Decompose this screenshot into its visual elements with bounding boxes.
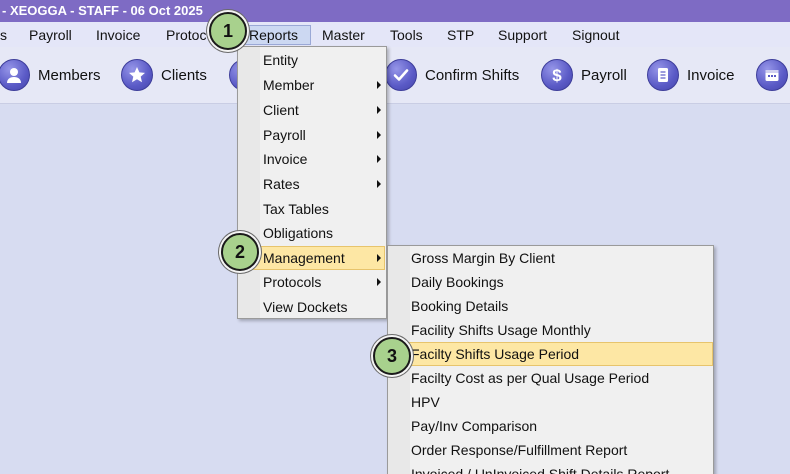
toolbar-clients-button[interactable]: Clients: [121, 57, 207, 93]
management-gross-margin-by-client[interactable]: Gross Margin By Client: [411, 250, 555, 266]
reports-menu-payroll[interactable]: Payroll: [263, 127, 306, 143]
client-submenu-arrow-icon: [377, 106, 381, 114]
protocols-submenu-arrow-icon: [377, 278, 381, 286]
toolbar-confirm-shifts-label: Confirm Shifts: [425, 66, 520, 84]
calendar-icon: [756, 59, 788, 91]
window-title: - XEOGGA - STAFF - 06 Oct 2025: [0, 0, 790, 22]
management-booking-details[interactable]: Booking Details: [411, 298, 509, 314]
menu-item-payroll[interactable]: Payroll: [29, 27, 72, 43]
reports-menu-entity[interactable]: Entity: [263, 52, 299, 68]
management-facility-shifts-usage-period[interactable]: Facilty Shifts Usage Period: [389, 342, 713, 366]
checkmark-icon: [385, 59, 417, 91]
toolbar-invoice-label: Invoice: [687, 66, 735, 84]
toolbar-confirm-shifts-button[interactable]: Confirm Shifts: [385, 57, 519, 93]
reports-menu-rates[interactable]: Rates: [263, 176, 300, 192]
toolbar-hidden-button[interactable]: [229, 57, 237, 93]
management-submenu-arrow-icon: [377, 254, 381, 262]
menu-item-invoice[interactable]: Invoice: [96, 27, 141, 43]
toolbar-members-label: Members: [38, 66, 101, 84]
step-badge-2: 2: [221, 233, 259, 271]
toolbar-payroll-button[interactable]: $ Payroll: [541, 57, 627, 93]
reports-menu-member[interactable]: Member: [263, 77, 315, 93]
management-facility-shifts-usage-monthly[interactable]: Facility Shifts Usage Monthly: [411, 322, 591, 338]
management-pay-inv-comparison[interactable]: Pay/Inv Comparison: [411, 418, 538, 434]
rates-submenu-arrow-icon: [377, 180, 381, 188]
document-icon: [647, 59, 679, 91]
menu-item-signout[interactable]: Signout: [572, 27, 620, 43]
toolbar-clients-label: Clients: [161, 66, 207, 84]
reports-menu-invoice[interactable]: Invoice: [263, 151, 308, 167]
reports-menu-tax-tables[interactable]: Tax Tables: [263, 201, 329, 217]
menu-item-master[interactable]: Master: [322, 27, 365, 43]
person-icon: [0, 59, 30, 91]
management-submenu: Gross Margin By Client Daily Bookings Bo…: [387, 245, 714, 474]
reports-menu-management[interactable]: Management: [239, 246, 385, 270]
dollar-icon: $: [541, 59, 573, 91]
reports-menu-view-dockets[interactable]: View Dockets: [263, 299, 348, 315]
toolbar-partial-icon: [229, 59, 237, 91]
star-icon: [121, 59, 153, 91]
menu-item-reports[interactable]: Reports: [245, 25, 312, 45]
management-facility-cost-per-qual-usage-period[interactable]: Facilty Cost as per Qual Usage Period: [411, 370, 650, 386]
management-hpv[interactable]: HPV: [411, 394, 440, 410]
menu-item-stp[interactable]: STP: [447, 27, 475, 43]
svg-text:$: $: [552, 66, 562, 85]
reports-menu-client[interactable]: Client: [263, 102, 299, 118]
toolbar-members-button[interactable]: Members: [0, 57, 101, 93]
invoice-submenu-arrow-icon: [377, 155, 381, 163]
step-badge-3: 3: [373, 337, 411, 375]
reports-menu-obligations[interactable]: Obligations: [263, 225, 334, 241]
menu-item-tools[interactable]: Tools: [390, 27, 423, 43]
management-invoiced-uninvoiced-shift-details-report[interactable]: Invoiced / UnInvoiced Shift Details Repo…: [411, 466, 670, 474]
reports-menu: Entity Member Client Payroll Invoice Rat…: [237, 46, 387, 319]
step-badge-1: 1: [209, 12, 247, 50]
menu-bar: s Payroll Invoice Protoco Reports Master…: [0, 22, 790, 47]
toolbar-payroll-label: Payroll: [581, 66, 627, 84]
reports-menu-protocols[interactable]: Protocols: [263, 274, 322, 290]
menu-item-support[interactable]: Support: [498, 27, 548, 43]
management-order-response-fulfillment-report[interactable]: Order Response/Fulfillment Report: [411, 442, 628, 458]
toolbar: Members Clients Confirm Shifts $ Payroll…: [0, 47, 790, 104]
toolbar-invoice-button[interactable]: Invoice: [647, 57, 735, 93]
menu-item-truncated[interactable]: s: [0, 27, 7, 43]
payroll-submenu-arrow-icon: [377, 131, 381, 139]
member-submenu-arrow-icon: [377, 81, 381, 89]
menu-item-protocols[interactable]: Protoco: [166, 27, 215, 43]
management-daily-bookings[interactable]: Daily Bookings: [411, 274, 504, 290]
toolbar-calendar-button[interactable]: [756, 57, 790, 93]
